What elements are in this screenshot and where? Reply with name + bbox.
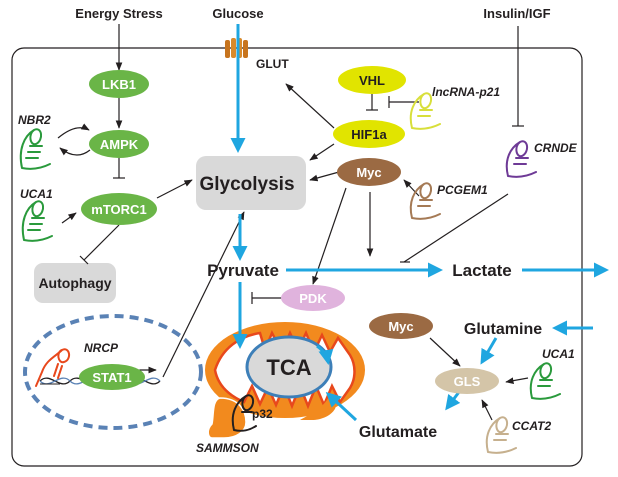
glutamine-to-gls-arrow bbox=[480, 337, 498, 365]
ccat2-to-gls-arrow bbox=[481, 399, 493, 421]
lkb1-label: LKB1 bbox=[102, 77, 136, 92]
nrcp-rna-icon bbox=[35, 348, 70, 387]
lncrna-p21-label: lncRNA-p21 bbox=[432, 85, 500, 99]
myc-node-top bbox=[337, 158, 401, 186]
lactate-label: Lactate bbox=[452, 261, 512, 280]
ampk-node bbox=[89, 130, 149, 158]
myc-to-gls-arrow bbox=[429, 337, 461, 367]
uca1-to-gls-arrow bbox=[505, 377, 529, 384]
sammson-rna-icon bbox=[231, 394, 257, 432]
myc-to-pdk-arrow bbox=[312, 187, 347, 285]
uca1-label-left: UCA1 bbox=[20, 187, 53, 201]
mtorc1-inhibits-autophagy-bar bbox=[79, 255, 89, 265]
hif1a-to-glut-arrow bbox=[285, 83, 335, 129]
nbr2-label: NBR2 bbox=[18, 113, 51, 127]
mtorc1-label: mTORC1 bbox=[91, 202, 146, 217]
glutamate-to-tca-arrow bbox=[325, 391, 358, 422]
pcgem1-label: PCGEM1 bbox=[437, 183, 488, 197]
glutamate-label: Glutamate bbox=[359, 424, 437, 441]
ampk-to-nbr2-arrow bbox=[59, 147, 91, 156]
pcgem1-rna-icon bbox=[409, 182, 441, 220]
crnde-inhibits-lactate-line bbox=[403, 193, 509, 263]
hif1a-label: HIF1a bbox=[351, 127, 387, 142]
p32-node bbox=[207, 397, 247, 439]
uca1-rna-icon-left bbox=[21, 200, 53, 242]
lncrna-p21-rna-icon bbox=[409, 92, 441, 130]
p32-label: p32 bbox=[252, 407, 273, 421]
uca1-to-mtorc1-arrow bbox=[61, 212, 77, 224]
ccat2-label: CCAT2 bbox=[512, 419, 551, 433]
tca-label: TCA bbox=[266, 355, 311, 380]
crnde-rna-icon bbox=[505, 140, 537, 178]
energy-stress-label: Energy Stress bbox=[75, 6, 162, 21]
hif1a-node bbox=[333, 120, 405, 148]
nbr2-to-ampk-arrow bbox=[57, 123, 90, 139]
pdk-node bbox=[281, 285, 345, 311]
stat1-label: STAT1 bbox=[92, 370, 131, 385]
gls-node bbox=[435, 368, 499, 394]
stat1-to-glycolysis-arrow bbox=[162, 211, 245, 378]
mtorc1-to-glycolysis-arrow bbox=[156, 179, 193, 199]
autophagy-box bbox=[34, 263, 116, 303]
nrcp-label: NRCP bbox=[84, 341, 119, 355]
myc-node-bottom bbox=[369, 313, 433, 339]
myc-label-top: Myc bbox=[356, 165, 381, 180]
glycolysis-box bbox=[196, 156, 306, 210]
vhl-node bbox=[338, 66, 406, 94]
nucleus bbox=[23, 314, 203, 430]
pyruvate-label: Pyruvate bbox=[207, 261, 279, 280]
vhl-label: VHL bbox=[359, 73, 385, 88]
ccat2-rna-icon bbox=[485, 416, 517, 454]
insulin-igf-label: Insulin/IGF bbox=[483, 6, 550, 21]
tca-cycle bbox=[245, 335, 333, 399]
hif1a-to-glycolysis-arrow bbox=[309, 143, 335, 161]
myc-label-bottom: Myc bbox=[388, 319, 413, 334]
mtorc1-inhibits-autophagy-line bbox=[83, 224, 120, 261]
glut-label: GLUT bbox=[256, 57, 289, 71]
glutamine-label: Glutamine bbox=[464, 321, 542, 338]
mtorc1-node bbox=[81, 193, 157, 225]
glycolysis-label: Glycolysis bbox=[199, 174, 294, 195]
uca1-rna-icon-right bbox=[529, 362, 561, 400]
nbr2-rna-icon bbox=[19, 128, 51, 170]
myc-to-glycolysis-arrow bbox=[309, 171, 340, 182]
uca1-label-right: UCA1 bbox=[542, 347, 575, 361]
cell-membrane bbox=[11, 47, 583, 467]
lkb1-node bbox=[89, 70, 149, 98]
gls-label: GLS bbox=[454, 374, 481, 389]
ampk-label: AMPK bbox=[100, 137, 139, 152]
pcgem1-to-myc-arrow bbox=[403, 179, 420, 197]
autophagy-label: Autophagy bbox=[38, 275, 111, 291]
crnde-label: CRNDE bbox=[534, 141, 578, 155]
stat1-node bbox=[79, 364, 145, 390]
glucose-label: Glucose bbox=[212, 6, 263, 21]
pdk-label: PDK bbox=[299, 291, 327, 306]
tca-cycle-arrow bbox=[316, 344, 334, 365]
sammson-label: SAMMSON bbox=[196, 441, 259, 455]
